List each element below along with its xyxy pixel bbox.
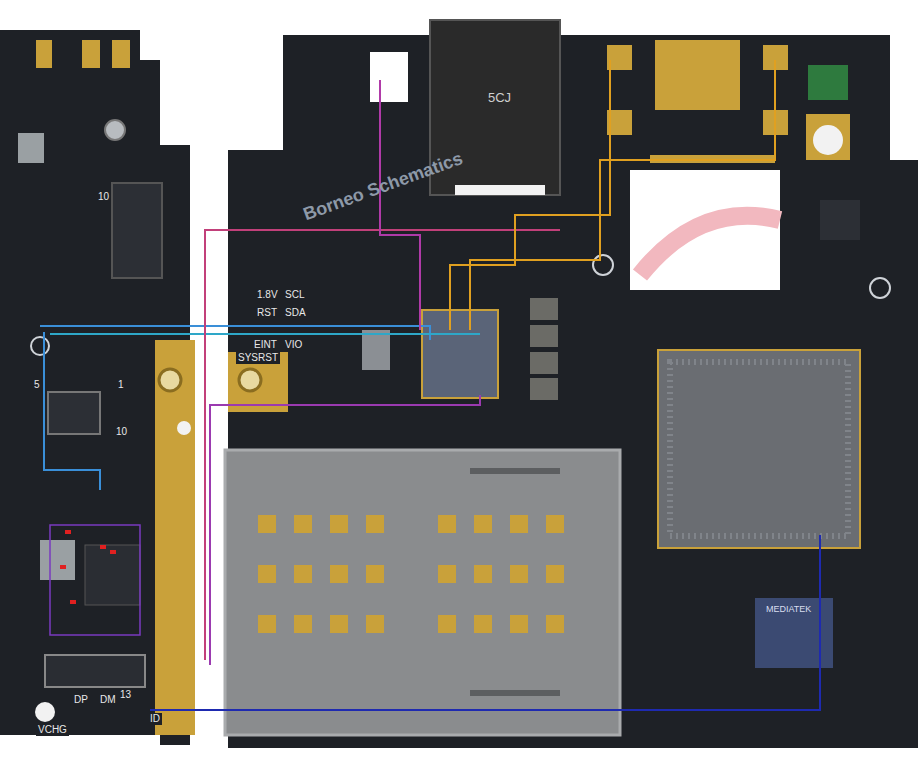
silkscreen-label: RST bbox=[255, 307, 279, 319]
pin-number: 13 bbox=[118, 689, 133, 701]
silkscreen-label: SCL bbox=[283, 289, 306, 301]
silkscreen-label: DP bbox=[72, 694, 90, 706]
silkscreen-label: DM bbox=[98, 694, 118, 706]
pin-number: 1 bbox=[116, 379, 126, 391]
silkscreen-label: VIO bbox=[283, 339, 304, 351]
pin-number: 10 bbox=[114, 426, 129, 438]
silkscreen-label: ID bbox=[148, 713, 162, 725]
pin-number: 5 bbox=[32, 379, 42, 391]
silkscreen-label: SYSRST bbox=[236, 352, 280, 364]
part-marking: MEDIATEK bbox=[764, 603, 813, 615]
part-marking: 5CJ bbox=[486, 92, 513, 104]
silkscreen-label: SDA bbox=[283, 307, 308, 319]
pin-number: 10 bbox=[96, 191, 111, 203]
silkscreen-label: VCHG bbox=[36, 724, 69, 736]
silkscreen-label: 1.8V bbox=[255, 289, 280, 301]
silkscreen-label: EINT bbox=[252, 339, 279, 351]
